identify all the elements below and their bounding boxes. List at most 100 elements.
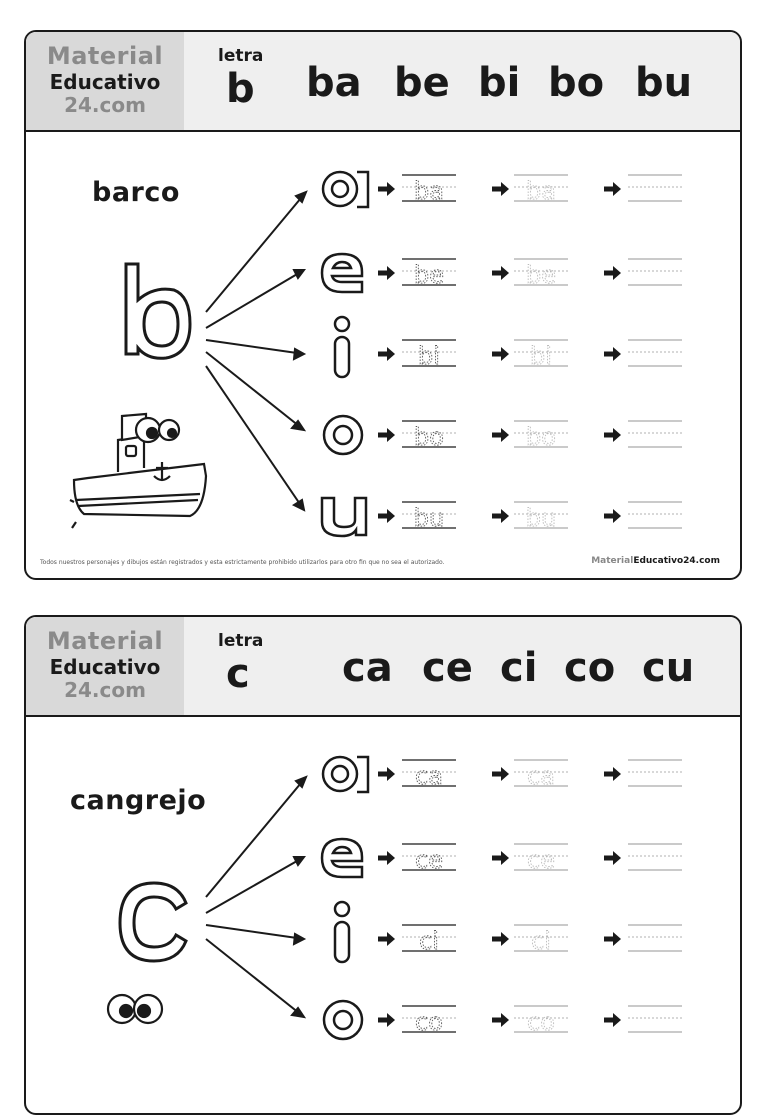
- logo-line1: Material: [46, 42, 164, 70]
- syllable: bu: [635, 60, 693, 106]
- tracing-box-empty: [628, 420, 682, 448]
- logo-line3: 24.com: [64, 678, 146, 702]
- letra-label: letra: [218, 46, 264, 66]
- tracing-box-empty: [628, 174, 682, 202]
- tracing-box-dark: bu: [402, 501, 456, 532]
- right-arrow-icon: [604, 851, 621, 865]
- vowel-column: [320, 170, 370, 538]
- right-arrow-icon: [492, 932, 509, 946]
- letra-label: letra: [218, 631, 264, 651]
- syllable: be: [394, 60, 450, 106]
- right-arrow-icon: [378, 851, 395, 865]
- tracing-rows: ba ba be be bi bi bo bo bu bu: [378, 174, 682, 532]
- right-arrow-icon: [604, 932, 621, 946]
- right-arrow-icon: [378, 932, 395, 946]
- right-arrow-icon: [604, 266, 621, 280]
- trace-syllable: ca: [527, 762, 555, 790]
- right-arrow-icon: [604, 1013, 621, 1027]
- trace-syllable: ce: [415, 846, 443, 874]
- tracing-box-dark: co: [402, 1005, 456, 1036]
- tracing-box-light: be: [514, 258, 568, 289]
- syllable: bi: [478, 60, 521, 106]
- trace-syllable: ci: [419, 927, 439, 955]
- tracing-box-empty: [628, 759, 682, 787]
- right-arrow-icon: [378, 767, 395, 781]
- trace-syllable: co: [415, 1008, 443, 1036]
- syllable: cu: [642, 645, 695, 691]
- tracing-box-dark: ba: [402, 174, 456, 205]
- tracing-box-light: ba: [514, 174, 568, 205]
- trace-syllable: be: [526, 261, 556, 289]
- right-arrow-icon: [492, 347, 509, 361]
- right-arrow-icon: [604, 509, 621, 523]
- right-arrow-icon: [604, 347, 621, 361]
- vowel-i-outline: [333, 900, 351, 964]
- vowel-o-outline: [322, 414, 364, 456]
- example-word: barco: [92, 177, 180, 208]
- syllable: bo: [548, 60, 605, 106]
- logo-line2: Educativo: [49, 70, 161, 94]
- worksheet-card-b: Material Educativo 24.com letra b ba be …: [24, 30, 742, 580]
- vowel-o-outline: [322, 999, 364, 1041]
- right-arrow-icon: [378, 266, 395, 280]
- right-arrow-icon: [378, 1013, 395, 1027]
- crab-illustration: [106, 993, 164, 1025]
- tracing-box-empty: [628, 501, 682, 529]
- tracing-box-empty: [628, 924, 682, 952]
- example-word: cangrejo: [70, 785, 207, 816]
- footer-site: MaterialEducativo24.com: [591, 556, 720, 566]
- connector-arrows: [205, 775, 308, 1019]
- logo-line3: 24.com: [64, 93, 146, 117]
- tracing-box-light: bi: [514, 339, 568, 370]
- big-letter-b: [124, 262, 192, 360]
- trace-syllable: be: [414, 261, 444, 289]
- boat-illustration: [69, 412, 208, 529]
- tracing-box-dark: ca: [402, 759, 456, 790]
- trace-syllable: ce: [527, 846, 555, 874]
- tracing-box-dark: be: [402, 258, 456, 289]
- syllable: co: [564, 645, 616, 691]
- tracing-box-dark: bo: [402, 420, 456, 451]
- trace-syllable: co: [527, 1008, 555, 1036]
- trace-syllable: bu: [526, 504, 556, 532]
- right-arrow-icon: [492, 767, 509, 781]
- right-arrow-icon: [378, 182, 395, 196]
- big-letter-c: [118, 881, 188, 963]
- connector-arrows: [205, 190, 308, 512]
- trace-syllable: bi: [418, 342, 440, 370]
- vowel-i-outline: [333, 315, 351, 379]
- right-arrow-icon: [604, 767, 621, 781]
- worksheet-card-c: Material Educativo 24.com letra c ca ce …: [24, 615, 742, 1115]
- trace-syllable: bu: [414, 504, 444, 532]
- letra-letter: c: [226, 651, 250, 697]
- tracing-box-light: bu: [514, 501, 568, 532]
- syllable: ce: [422, 645, 473, 691]
- letra-letter: b: [226, 66, 255, 112]
- right-arrow-icon: [492, 428, 509, 442]
- tracing-box-empty: [628, 1005, 682, 1033]
- trace-syllable: bo: [526, 423, 556, 451]
- syllable: ca: [342, 645, 393, 691]
- tracing-box-empty: [628, 258, 682, 286]
- tracing-box-dark: ci: [402, 924, 456, 955]
- worksheet-header: Material Educativo 24.com letra c ca ce …: [26, 617, 740, 717]
- tracing-box-empty: [628, 843, 682, 871]
- vowel-column: [320, 755, 370, 1041]
- trace-syllable: bi: [530, 342, 552, 370]
- vowel-e-outline: [320, 837, 364, 879]
- trace-syllable: ba: [414, 177, 444, 205]
- tracing-rows: ca ca ce ce ci ci co co: [378, 759, 682, 1036]
- right-arrow-icon: [492, 182, 509, 196]
- syllable: ba: [306, 60, 362, 106]
- logo: Material Educativo 24.com: [26, 617, 184, 715]
- footer-site-a: Material: [591, 556, 634, 566]
- tracing-box-light: bo: [514, 420, 568, 451]
- vowel-u-outline: [320, 496, 368, 538]
- syllable: ci: [500, 645, 538, 691]
- trace-syllable: ca: [415, 762, 443, 790]
- tracing-box-light: ci: [514, 924, 568, 955]
- right-arrow-icon: [378, 347, 395, 361]
- vowel-a-outline: [321, 170, 370, 209]
- tracing-box-dark: ce: [402, 843, 456, 874]
- right-arrow-icon: [604, 428, 621, 442]
